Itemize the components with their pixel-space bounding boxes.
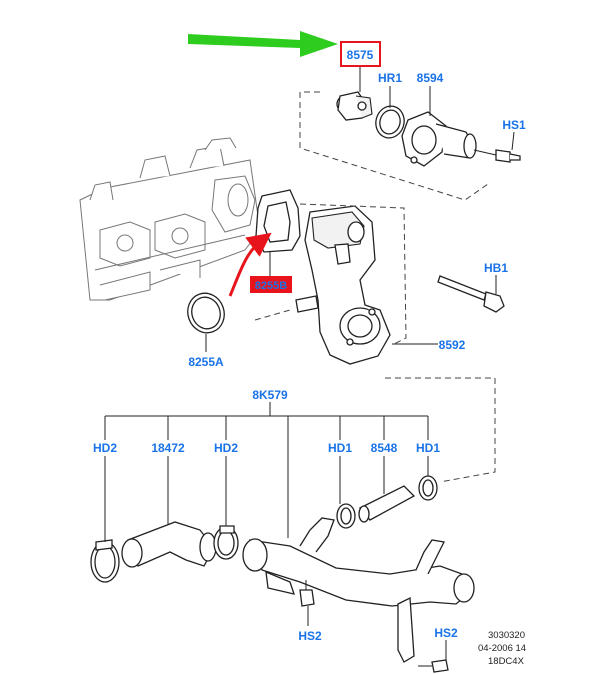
reference-line-1: 3030320 <box>488 630 525 641</box>
gasket-8255b-illustration <box>255 189 301 253</box>
hose-8548-illustration <box>358 485 416 523</box>
coolant-pipe-8k579-illustration <box>242 517 475 663</box>
leader-lines <box>104 66 515 660</box>
label-hr1: HR1 <box>378 71 402 85</box>
label-hd1-left: HD1 <box>328 441 352 455</box>
label-8548: 8548 <box>371 441 398 455</box>
thermostat-8575-illustration <box>336 91 373 121</box>
label-8255a: 8255A <box>188 355 224 369</box>
label-18472: 18472 <box>151 441 185 455</box>
reference-line-3: 18DC4X <box>488 656 525 667</box>
dashed-assembly-frame-top <box>254 91 489 345</box>
hose-18472-illustration <box>121 521 217 568</box>
highlight-fill-8255b <box>250 276 292 293</box>
label-hs2-left: HS2 <box>298 629 322 643</box>
highlight-box-8575 <box>340 41 381 67</box>
label-8594: 8594 <box>417 71 444 85</box>
label-hb1: HB1 <box>484 261 508 275</box>
seal-hr1-illustration <box>375 105 405 139</box>
label-8k579: 8K579 <box>252 388 288 402</box>
hose-clamp-hd1-right-illustration <box>418 475 438 501</box>
label-hd2-mid: HD2 <box>214 441 238 455</box>
label-hs1: HS1 <box>502 118 526 132</box>
cylinder-head-illustration <box>79 137 261 301</box>
label-8575: 8575 <box>347 48 374 62</box>
label-hd2-left: HD2 <box>93 441 117 455</box>
label-8255b: 8255B <box>255 280 287 292</box>
bolt-hb1-illustration <box>437 275 505 313</box>
label-hs2-right: HS2 <box>434 626 458 640</box>
hose-clamp-hd2-left-illustration <box>90 539 120 583</box>
label-hd1-right: HD1 <box>416 441 440 455</box>
thermostat-housing-8592-illustration <box>295 205 391 365</box>
bolt-hs2-left-illustration <box>299 580 315 607</box>
red-callout-arrow <box>228 232 272 297</box>
dashed-assembly-frame-bottom <box>385 377 496 483</box>
reference-line-2: 04-2006 14 <box>478 643 526 654</box>
hose-clamp-hd2-mid-illustration <box>213 525 239 560</box>
bolt-hs2-right-illustration <box>418 659 449 673</box>
green-pointer-arrow <box>188 31 338 57</box>
o-ring-8255a-illustration <box>187 292 225 334</box>
hose-clamp-hd1-left-illustration <box>336 503 356 529</box>
label-8592: 8592 <box>439 338 466 352</box>
bolt-hs1-illustration <box>473 149 521 163</box>
water-outlet-8594-illustration <box>401 111 477 167</box>
